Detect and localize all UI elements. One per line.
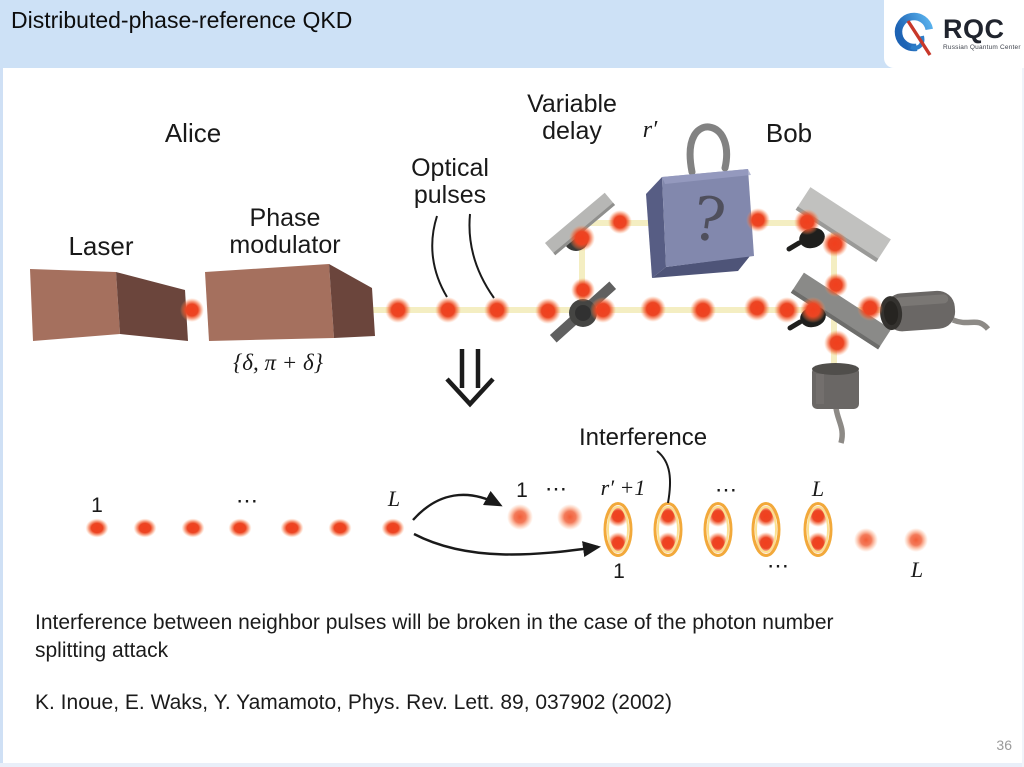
rqc-q-icon [894,12,934,56]
laser-label: Laser [68,231,134,261]
pulse-train-left [85,518,405,538]
interference-pointer [656,450,671,504]
left-train-first-label: 1 [91,494,103,517]
logo-name: RQC [943,14,1005,45]
beam-paths [372,220,888,364]
left-border [0,68,3,767]
variable-delay-lock-icon: ? [646,123,754,278]
variable-delay-label: Variable delay [527,90,617,145]
left-train-ellipsis: ⋯ [236,488,258,513]
phase-modulator-label: Phase modulator [229,204,341,259]
split-arrows [412,490,601,558]
lower-train-last-label: L [910,557,924,582]
page-title: Distributed-phase-reference QKD [11,7,353,33]
double-down-arrow [445,349,495,408]
logo-subtitle: Russian Quantum Center [943,44,1021,52]
beam-splitter-alice-icon [549,281,617,343]
left-train-last-label: L [387,486,401,511]
mirror-alice-icon [544,192,616,256]
upper-train-rprime-label: r′ +1 [600,475,646,500]
slide-header: Distributed-phase-reference QKD [0,0,1024,68]
beam-splitter-bob-icon [787,272,892,350]
optical-pulses-pointers [431,213,495,299]
body-line-2: splitting attack [35,639,169,662]
right-border [1022,68,1024,767]
upper-train-ellipsis-2: ⋯ [715,477,737,502]
pulse-train-tail [854,528,928,552]
page-number: 36 [996,737,1012,753]
interference-pairs [603,502,833,557]
upper-train-ellipsis-1: ⋯ [545,476,567,501]
detector-bottom-icon [812,363,859,444]
lower-train-first-label: 1 [613,560,625,583]
bottom-border [0,763,1024,767]
body-line-1: Interference between neighbor pulses wil… [35,611,834,634]
qkd-schematic: ? [30,123,991,558]
interference-label: Interference [578,424,708,451]
r-prime-label: r′ [642,117,658,143]
bob-label: Bob [765,118,813,148]
mirror-bob-icon [786,187,891,263]
detector-right-icon [880,290,991,332]
laser-box [30,269,188,341]
lock-question-mark: ? [688,183,730,257]
citation: K. Inoue, E. Waks, Y. Yamamoto, Phys. Re… [35,691,672,714]
phase-set-label: {δ, π + δ} [233,350,323,375]
lower-train-ellipsis: ⋯ [767,553,789,578]
alice-label: Alice [164,118,222,148]
phase-modulator-box [205,264,375,341]
upper-train-first-label: 1 [516,479,528,502]
pulse-train-upper [507,504,583,530]
rqc-logo: RQC Russian Quantum Center [884,0,1024,68]
upper-train-last-label: L [811,476,825,501]
optical-pulses-label: Optical pulses [411,154,489,209]
